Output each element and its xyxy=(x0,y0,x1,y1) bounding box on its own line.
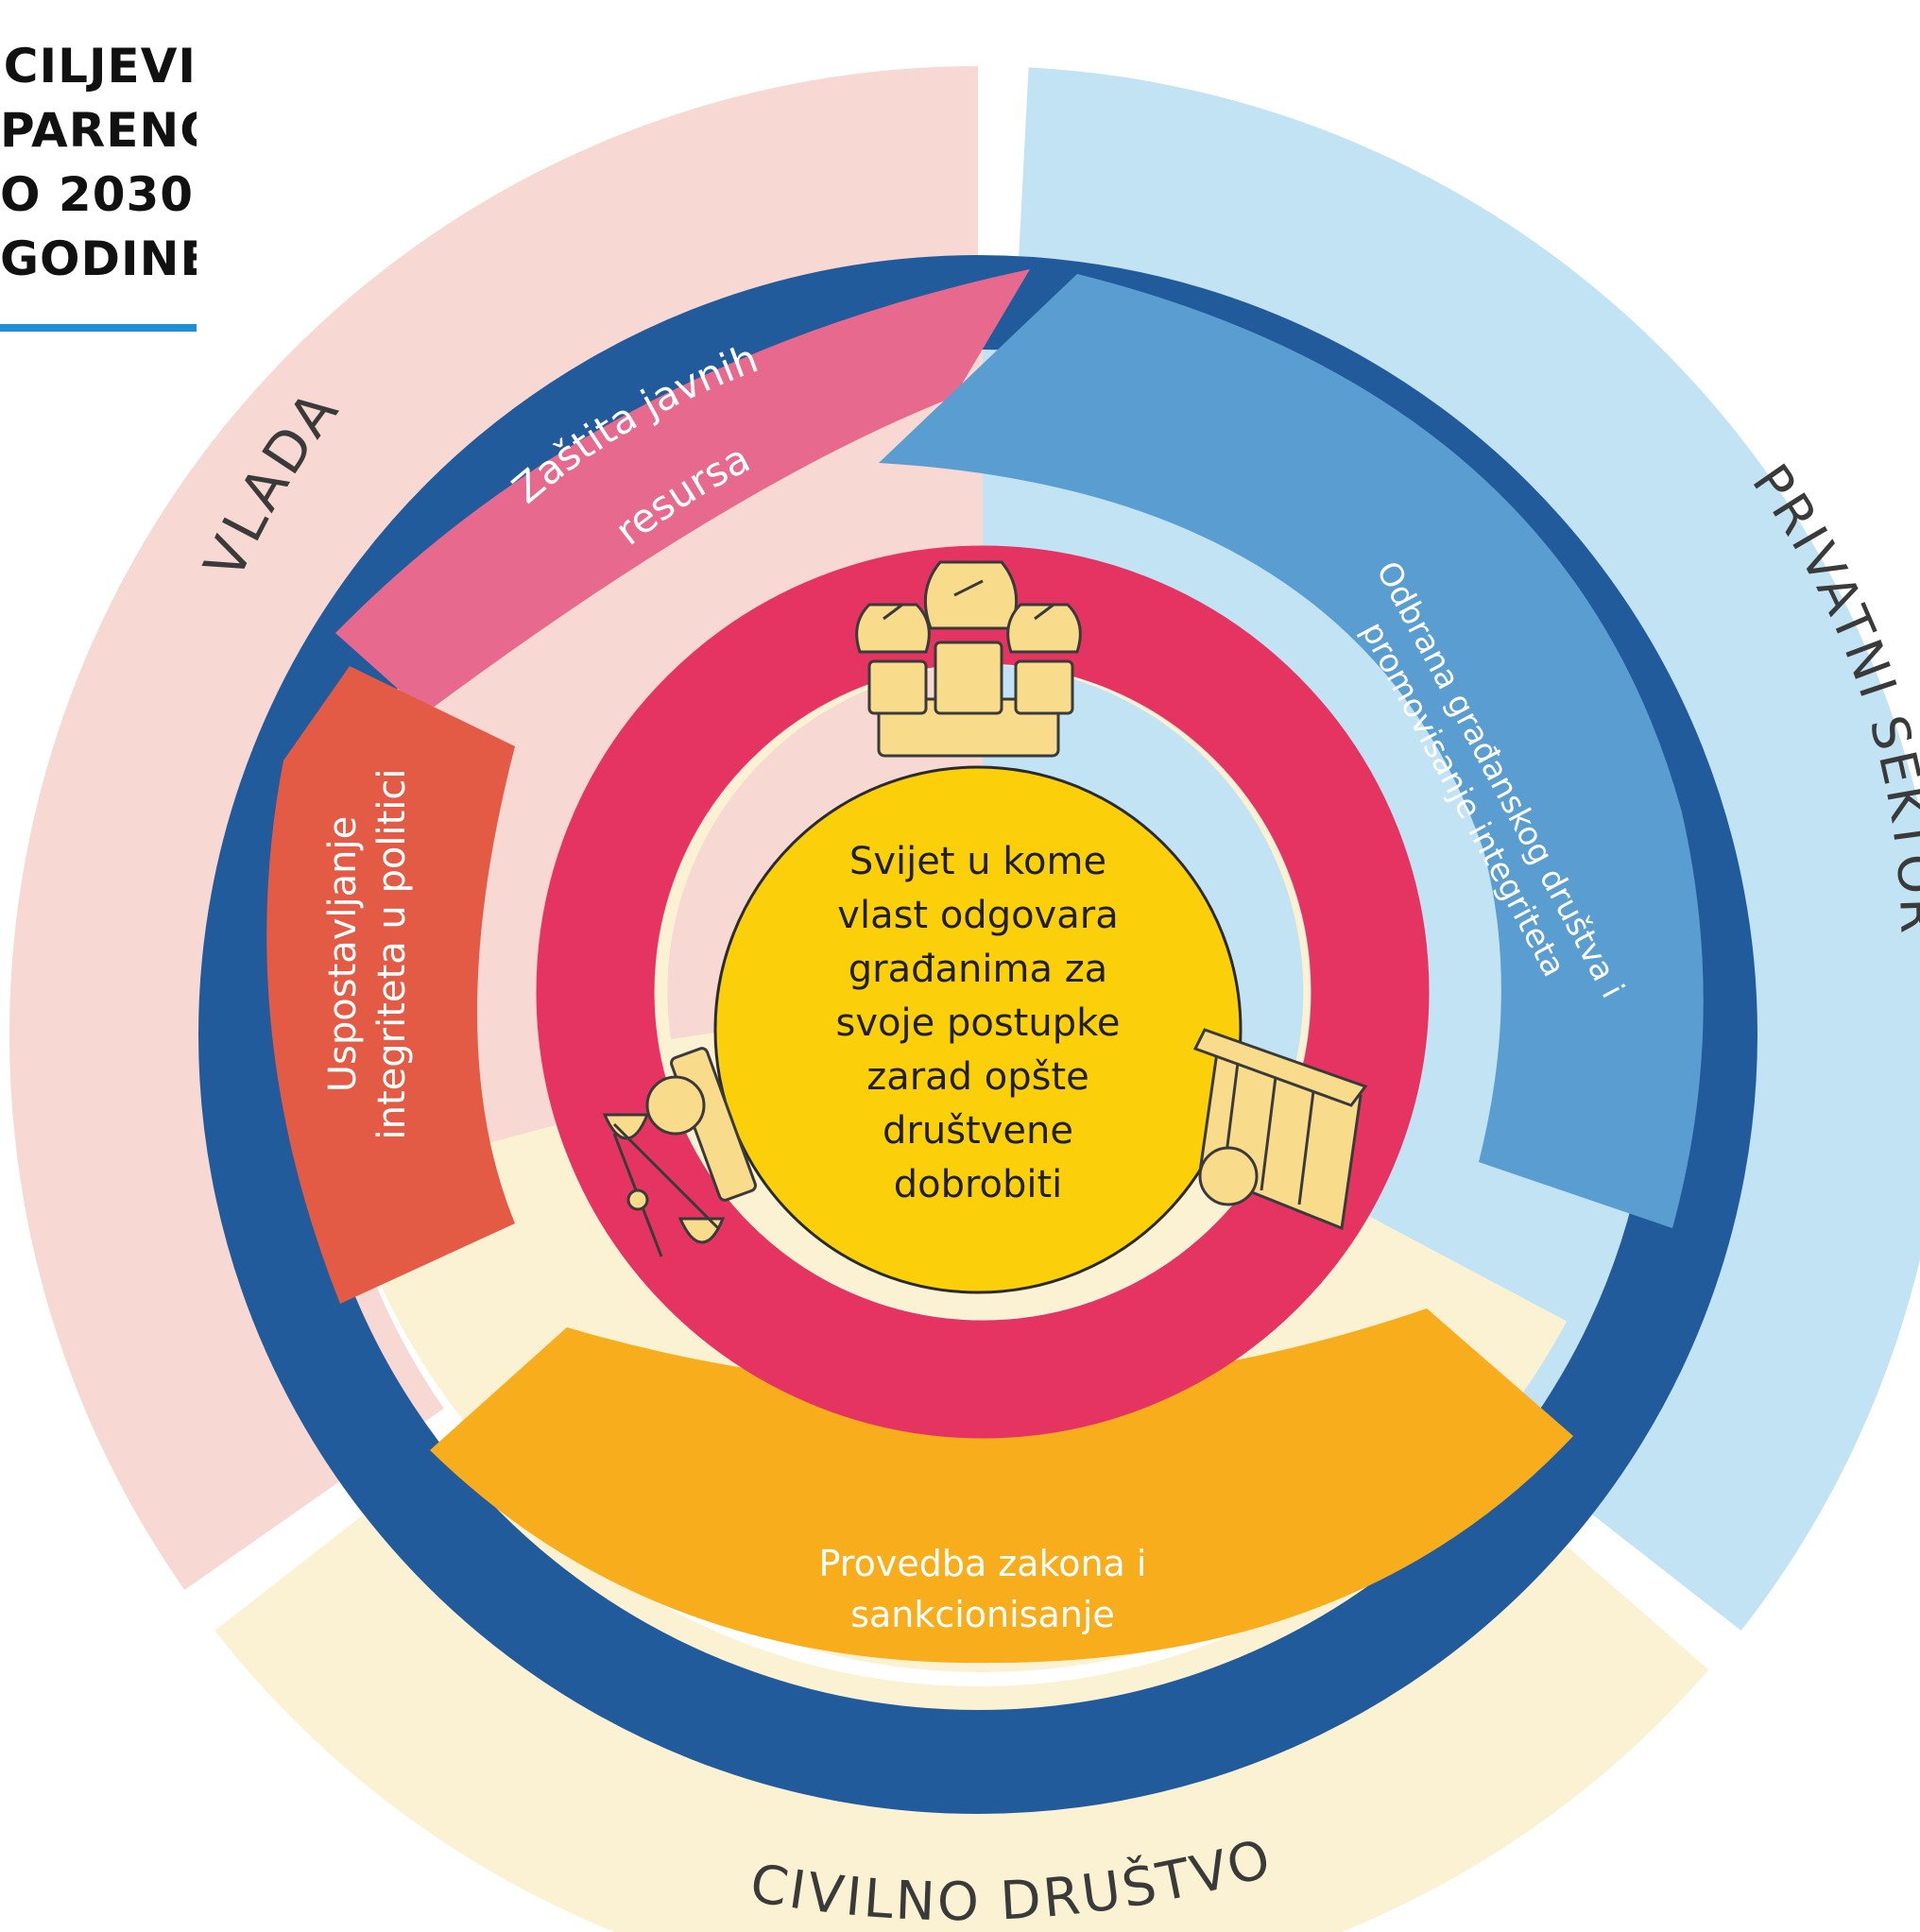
goal-shape-zakon xyxy=(430,1308,1573,1664)
center-text: Svijet u kome xyxy=(849,840,1106,883)
title-line: GODINE xyxy=(0,231,197,286)
courthouse-icon xyxy=(1192,1028,1368,1231)
diagram-title: CILJEVI PARENCY O 2030. GODINE xyxy=(0,34,197,291)
center-text: građanima za xyxy=(849,948,1107,991)
scales-icon xyxy=(602,1047,757,1257)
title-line: CILJEVI xyxy=(3,39,197,94)
center-text: zarad opšte xyxy=(866,1055,1089,1099)
goal-label-zakon: Provedba zakona i xyxy=(819,1543,1147,1584)
title-line: O 2030. xyxy=(0,167,197,222)
center-text: svoje postupke xyxy=(836,1001,1121,1045)
goal-shape-integritet xyxy=(266,666,515,1304)
title-underline xyxy=(0,324,197,332)
raised-fists-icon xyxy=(855,560,1082,758)
center-text: društvene xyxy=(883,1109,1073,1153)
center-text: dobrobiti xyxy=(894,1163,1063,1206)
goal-shape-drustvo xyxy=(879,274,1704,1228)
title-line: PARENCY xyxy=(0,103,197,158)
goal-label-zakon: sankcionisanje xyxy=(850,1594,1115,1635)
center-text: vlast odgovara xyxy=(837,894,1118,937)
goal-shape-resursi xyxy=(335,269,1030,713)
goal-label-integritet: Uspostavljanje xyxy=(321,816,365,1093)
center-circle xyxy=(713,765,1243,1294)
goal-label-integritet: integriteta u politici xyxy=(370,769,414,1140)
